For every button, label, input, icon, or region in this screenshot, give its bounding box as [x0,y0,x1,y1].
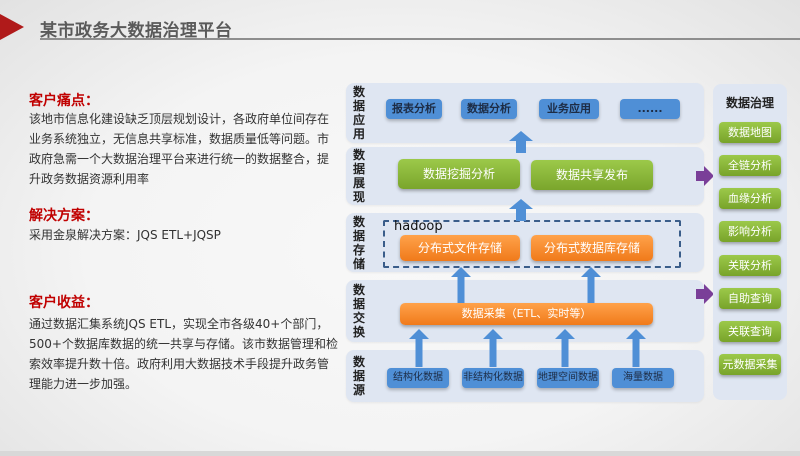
up-arrow-icon [451,267,471,303]
layer-source: 数据源 结构化数据 非结构化数据 地理空间数据 海量数据 [346,350,704,402]
up-arrow-icon [409,329,429,367]
present-item-data-mining: 数据挖掘分析 [398,159,520,189]
title-marker-icon [0,14,24,40]
gov-item-association-analysis: 关联分析 [719,255,781,276]
layer-label: 数据交换 [352,283,365,339]
source-item-massive: 海量数据 [612,368,674,388]
layer-storage: 数据存储 hadoop 分布式文件存储 分布式数据库存储 [346,213,704,272]
frame-bottom-edge [0,451,800,456]
layer-label: 数据应用 [352,85,365,141]
pain-points-heading: 客户痛点： [29,93,99,109]
layer-label: 数据存储 [352,214,365,271]
governance-panel: 数据治理 数据地图 全链分析 血缘分析 影响分析 关联分析 自助查询 关联查询 … [713,84,787,400]
up-arrow-icon [555,329,575,367]
right-arrow-icon [696,166,714,186]
layer-application: 数据应用 报表分析 数据分析 业务应用 ...... [346,83,704,143]
source-item-structured: 结构化数据 [387,368,449,388]
gov-item-metadata-collection: 元数据采集 [719,354,781,375]
up-arrow-icon [483,329,503,367]
benefits-body: 通过数据汇集系统JQS ETL，实现全市各级40+个部门，500+个数据库数据的… [29,317,338,391]
gov-item-data-map: 数据地图 [719,122,781,143]
source-item-geospatial: 地理空间数据 [537,368,599,388]
exchange-item-data-collection: 数据采集（ETL、实时等） [400,303,653,325]
storage-item-distributed-db: 分布式数据库存储 [531,235,653,261]
storage-item-distributed-file: 分布式文件存储 [400,235,520,261]
app-item-report-analysis: 报表分析 [386,99,442,119]
layer-label: 数据源 [352,355,365,397]
layer-label: 数据展现 [352,148,365,204]
title-divider [40,38,800,40]
layer-presentation: 数据展现 数据挖掘分析 数据共享发布 [346,147,704,205]
gov-item-impact-analysis: 影响分析 [719,221,781,242]
up-arrow-icon [509,199,533,221]
solution-heading: 解决方案： [29,208,99,224]
app-item-data-analysis: 数据分析 [461,99,517,119]
gov-item-association-query: 关联查询 [719,321,781,342]
page-title: 某市政务大数据治理平台 [40,21,233,41]
solution-body: 采用金泉解决方案：JQS ETL+JQSP [29,228,221,242]
app-item-more: ...... [620,99,680,119]
layer-exchange: 数据交换 数据采集（ETL、实时等） [346,280,704,342]
gov-item-lineage-analysis: 血缘分析 [719,188,781,209]
up-arrow-icon [626,329,646,367]
up-arrow-icon [509,131,533,153]
source-item-unstructured: 非结构化数据 [462,368,524,388]
governance-title: 数据治理 [725,96,774,110]
right-arrow-icon [696,284,714,304]
present-item-data-sharing: 数据共享发布 [531,160,653,190]
benefits-heading: 客户收益： [29,295,99,311]
hadoop-group-boundary [383,220,681,268]
gov-item-full-chain-analysis: 全链分析 [719,155,781,176]
gov-item-self-service-query: 自助查询 [719,288,781,309]
hadoop-group-label: hadoop [394,219,443,234]
up-arrow-icon [581,267,601,303]
app-item-business-app: 业务应用 [539,99,599,119]
pain-points-body: 该地市信息化建设缺乏顶层规划设计，各政府单位间存在业务系统独立，无信息共享标准，… [29,112,330,186]
